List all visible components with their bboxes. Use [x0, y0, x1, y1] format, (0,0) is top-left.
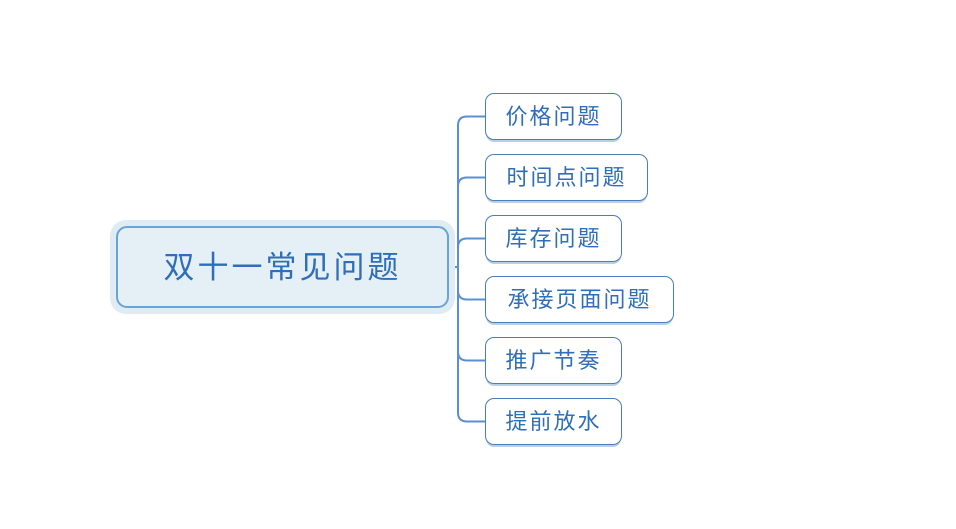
- child-node-label: 时间点问题: [506, 164, 627, 190]
- child-node[interactable]: 承接页面问题: [485, 276, 674, 323]
- child-node-label: 推广节奏: [505, 347, 602, 373]
- child-node-label: 提前放水: [505, 408, 602, 434]
- child-node[interactable]: 时间点问题: [485, 154, 648, 201]
- child-node[interactable]: 库存问题: [485, 215, 622, 262]
- connector-branch-0: [457, 115, 485, 126]
- child-node-label: 承接页面问题: [507, 286, 652, 312]
- connector-branch-2: [457, 237, 485, 248]
- connector-branch-3: [457, 290, 485, 301]
- connector-branch-1: [457, 176, 485, 187]
- child-node-label: 库存问题: [505, 225, 602, 251]
- child-node-label: 价格问题: [505, 103, 602, 129]
- root-node[interactable]: 双十一常见问题: [110, 220, 455, 314]
- root-node-label: 双十一常见问题: [163, 249, 402, 285]
- child-node[interactable]: 推广节奏: [485, 337, 622, 384]
- root-node-inner: 双十一常见问题: [116, 226, 449, 308]
- child-node[interactable]: 提前放水: [485, 398, 622, 445]
- connector-branch-5: [457, 412, 485, 423]
- child-node[interactable]: 价格问题: [485, 93, 622, 140]
- connector-branch-4: [457, 351, 485, 362]
